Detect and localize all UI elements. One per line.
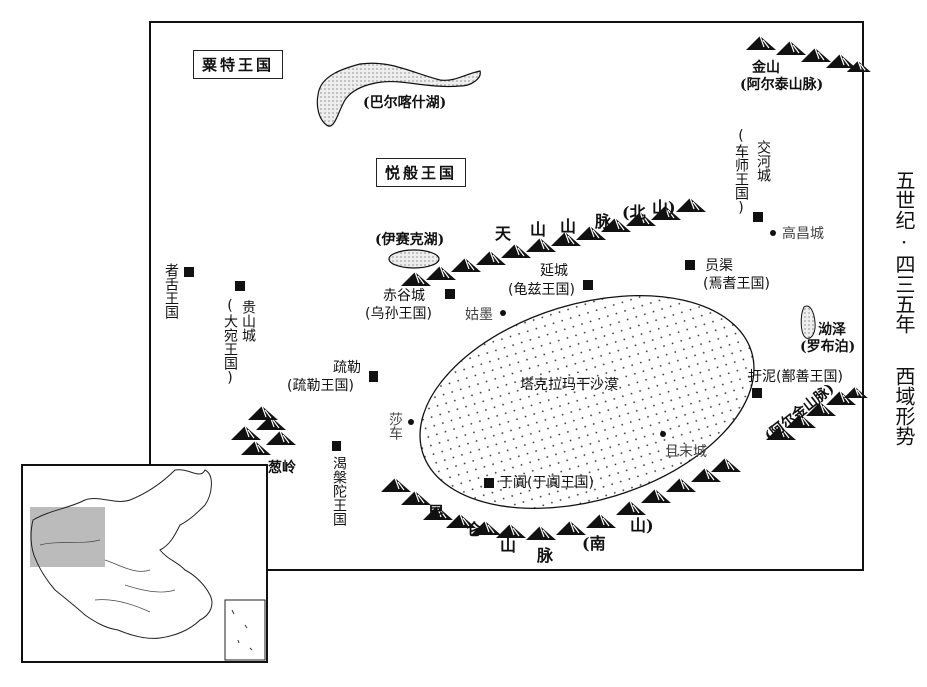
mountain-label-kunlun-3: 山	[500, 536, 517, 555]
city-dot-qiemo	[660, 431, 666, 437]
city-square-jiaohe	[753, 212, 763, 222]
city-dot-gaochang	[770, 230, 776, 236]
kingdom-label-yueban: 悦般王国	[376, 158, 467, 187]
mountain-label-altai: 金山	[752, 60, 780, 76]
city-dot-gumo	[500, 310, 506, 316]
desert-label-taklamakan: 塔克拉玛干沙漠	[520, 377, 618, 393]
city-label-shache: 莎车	[387, 412, 403, 440]
mountain-label-tianshan-2: 山	[530, 220, 547, 239]
city-label-yutian: 于阗(于阗王国)	[499, 475, 594, 491]
mountain-ranges	[231, 35, 871, 540]
mountain-label-kunlun-4: 脉	[537, 546, 554, 565]
kingdom-label-yanqi: (焉耆王国)	[703, 276, 770, 292]
city-label-yuni: 扜泥(鄯善王国)	[748, 369, 843, 385]
city-label-yuanqu: 员渠	[705, 258, 733, 274]
city-square-zheshe	[184, 267, 194, 277]
city-label-yancheng: 延城	[540, 263, 568, 279]
kingdom-label-jushi: (车师王国)	[733, 128, 749, 216]
lopnur-lake	[800, 305, 816, 339]
city-label-qiemo: 且末城	[665, 444, 707, 460]
taklamakan-desert	[419, 294, 755, 510]
mountain-label-kunlun-6: 山)	[630, 516, 654, 535]
map-title: 五世纪·四三五年	[892, 170, 916, 334]
city-label-gaochang: 高昌城	[782, 226, 824, 242]
mountain-label-tianshan-1: 天	[495, 224, 512, 243]
city-square-chigu	[445, 289, 455, 299]
map-subtitle: 西域形势	[892, 366, 916, 446]
mountain-label-kunlun-1: 昆	[428, 503, 445, 522]
lake-label-lopnur: 泑泽	[818, 322, 846, 338]
kingdom-label-wusun: (乌孙王国)	[365, 306, 432, 322]
lake-label-balkhash: (巴尔喀什湖)	[363, 95, 447, 111]
city-markers	[184, 212, 776, 488]
mountain-label-kunlun-5: (南	[582, 534, 606, 553]
city-square-kepantuo	[332, 441, 341, 451]
city-square-yuanqu	[685, 260, 695, 270]
balkhash-lake	[316, 62, 481, 127]
map-frame	[149, 21, 864, 571]
city-square-guishan	[235, 281, 245, 291]
mountain-label-pamir: 葱岭	[268, 460, 296, 476]
lake-label-issyk: (伊赛克湖)	[375, 232, 445, 248]
mountain-label-tianshan-6: 山)	[652, 198, 676, 217]
inset-map-china	[21, 464, 268, 663]
issyk-lake	[388, 249, 440, 269]
city-square-yuni	[752, 388, 762, 398]
kingdom-label-kepantuo: 渴槃陀王国	[331, 456, 347, 526]
kingdom-label-zheshe: 者舌王国	[163, 263, 179, 319]
city-square-shule	[369, 371, 378, 382]
city-label-chigu: 赤谷城	[383, 288, 425, 304]
mountain-label-kunlun-2: 仑	[466, 520, 483, 539]
city-square-yutian	[484, 478, 494, 488]
city-dot-shache	[408, 419, 414, 425]
kingdom-label-shule: (疏勒王国)	[287, 378, 354, 394]
altai-range	[746, 35, 871, 72]
mountain-label-tianshan-4: 脉	[595, 212, 612, 231]
city-square-yancheng	[583, 280, 593, 290]
city-label-jiaohe: 交河城	[755, 140, 771, 182]
city-label-shule: 疏勒	[333, 360, 361, 376]
mountain-label-tianshan-3: 山	[560, 217, 577, 236]
lake-label-lopnur-alt: (罗布泊)	[800, 339, 856, 355]
city-label-guishan: 贵山城	[240, 300, 256, 342]
kingdom-label-sogdiana: 粟特王国	[193, 50, 284, 79]
inset-highlight-region	[30, 507, 105, 567]
city-label-gumo: 姑墨	[465, 307, 493, 323]
kingdom-label-qiuci: (龟兹王国)	[508, 282, 575, 298]
altun-range	[766, 386, 868, 440]
kingdom-label-dayuan: (大宛王国)	[222, 298, 238, 386]
mountain-label-tianshan-5: (北	[622, 203, 646, 222]
pamir-range	[231, 405, 296, 455]
mountain-label-altai-alt: (阿尔泰山脉)	[740, 77, 824, 93]
tianshan-range	[401, 197, 706, 286]
kunlun-range	[381, 457, 741, 540]
